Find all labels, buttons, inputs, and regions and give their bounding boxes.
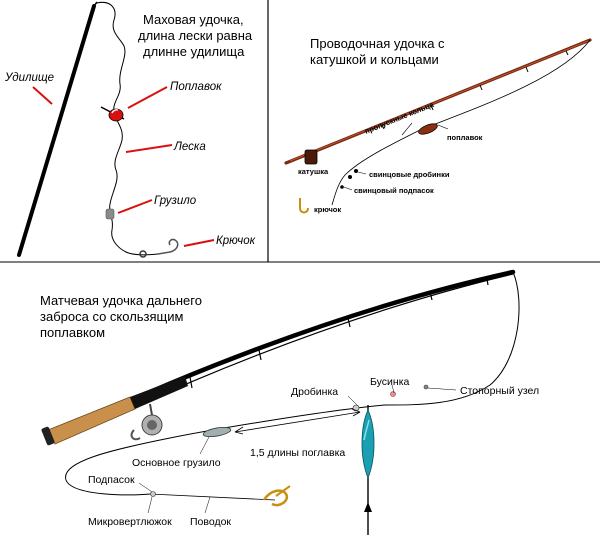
label-shot: свинцовые дробинки [369, 170, 450, 179]
fly-hook [157, 238, 179, 255]
label-reel: катушка [298, 167, 329, 176]
label-leader: Поводок [190, 516, 231, 528]
pointer-float [127, 86, 168, 109]
pointer-line [125, 144, 173, 153]
reel-weight [340, 185, 344, 189]
label-reel-float: поплавок [447, 133, 483, 142]
fly-sinker [105, 208, 115, 220]
reel-caption-2: катушкой и кольцами [310, 52, 439, 67]
reel-line [331, 39, 591, 206]
fly-rod-tip [93, 1, 98, 7]
fly-rod [17, 4, 96, 257]
label-float: Поплавок [170, 81, 222, 93]
match-reel [130, 403, 163, 441]
pointer-sinker [117, 199, 153, 214]
label-weight: свинцовый подпасок [354, 186, 434, 195]
reel-caption-1: Проводочная удочка с [310, 36, 445, 51]
label-main-sinker: Основное грузило [132, 457, 221, 469]
fly-caption-1: Маховая удочка, [143, 12, 244, 27]
fly-swivel [139, 250, 147, 258]
match-line [65, 271, 520, 496]
reel-float [418, 123, 438, 135]
sliding-float [361, 409, 375, 480]
match-hook-icon [262, 489, 289, 507]
match-leader [149, 493, 276, 501]
label-hook: Крючок [216, 235, 256, 247]
distance-arrow [234, 408, 361, 435]
label-line: Леска [173, 141, 206, 153]
fly-caption-2: длина лески равна [138, 28, 253, 43]
float-arrow-icon [364, 502, 372, 512]
bead [390, 391, 396, 397]
fly-line [96, 1, 159, 256]
reel-hook-icon [299, 198, 309, 214]
reel-shot-2 [348, 175, 352, 179]
shot [352, 404, 360, 412]
pointer-hook [183, 239, 215, 247]
stop-knot [423, 384, 429, 390]
match-caption-3: поплавком [40, 325, 105, 340]
match-caption-1: Матчевая удочка дальнего [40, 293, 202, 308]
panel-match-rod: Матчевая удочка дальнего заброса со скол… [40, 269, 539, 535]
label-distance: 1,5 длины поглавка [250, 447, 345, 459]
fly-float [108, 108, 124, 122]
match-rod-handle [47, 396, 136, 445]
reel-spool [304, 149, 318, 165]
label-shot: Дробинка [291, 386, 338, 398]
label-stop-knot: Стопорный узел [460, 385, 539, 397]
label-reel-hook: крючок [314, 205, 341, 214]
fly-caption-3: длинне удилища [143, 44, 245, 59]
weight [150, 491, 156, 497]
reel-rings [381, 50, 569, 130]
panel-reel-rod: Проводочная удочка с катушкой и кольцами… [284, 36, 592, 214]
label-sinker: Грузило [154, 195, 197, 207]
match-caption-2: заброса со скользящим [40, 309, 184, 324]
main-sinker [202, 426, 232, 438]
label-swivel: Микровертлюжок [88, 516, 172, 528]
label-bead: Бусинка [370, 376, 410, 388]
panel-fly-rod: Маховая удочка, длина лески равна длинне… [4, 1, 256, 258]
label-rod: Удилище [4, 72, 54, 84]
pointer-rod [32, 86, 53, 105]
label-weight: Подпасок [88, 474, 135, 486]
reel-shot-1 [354, 169, 358, 173]
match-rod-guides [189, 278, 489, 389]
